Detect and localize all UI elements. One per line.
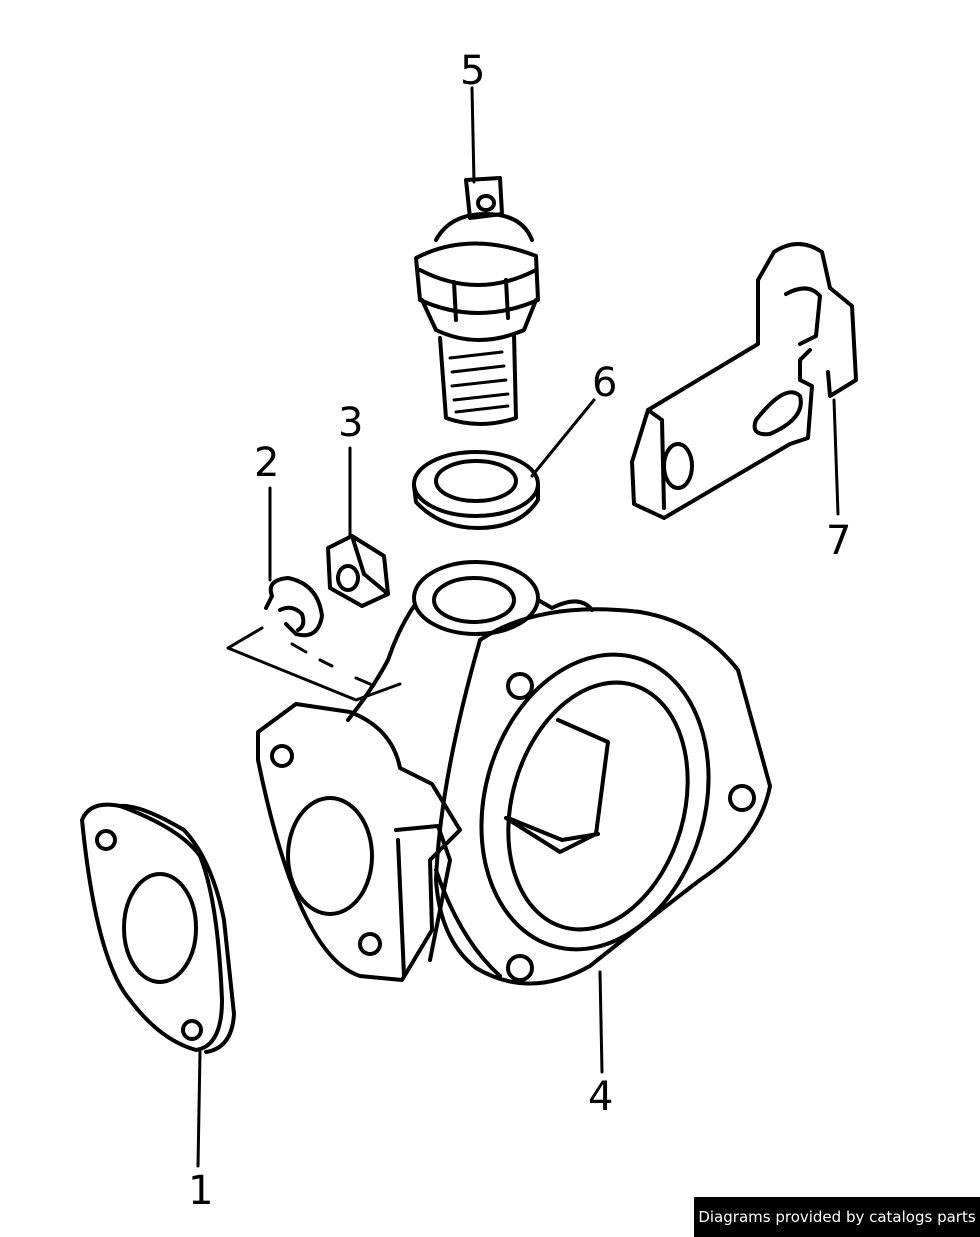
credit-badge: Diagrams provided by catalogs parts	[694, 1197, 980, 1237]
part-6-sealing-ring[interactable]	[412, 450, 540, 530]
callout-numbers: 1 2 3 4 5 6 7	[188, 48, 851, 1214]
callout-4: 4	[588, 1074, 613, 1120]
part-5-temperature-sender[interactable]	[414, 176, 540, 426]
callout-3: 3	[338, 400, 363, 446]
assembly-indicator	[226, 626, 402, 702]
leader-7	[832, 398, 840, 516]
leader-4	[598, 970, 604, 1074]
part-7-bracket[interactable]	[630, 242, 858, 520]
callout-6: 6	[592, 360, 617, 406]
part-4-thermostat-housing[interactable]	[256, 560, 772, 986]
leader-1	[196, 1050, 202, 1168]
callout-2: 2	[254, 440, 279, 486]
part-1-gasket[interactable]	[80, 802, 236, 1054]
callout-1: 1	[188, 1168, 213, 1214]
part-2-lock-washer[interactable]	[264, 576, 324, 638]
leader-lines	[196, 86, 840, 1168]
part-3-nut[interactable]	[326, 534, 390, 608]
callout-7: 7	[826, 518, 851, 564]
leader-5	[470, 86, 476, 184]
callout-5: 5	[460, 48, 485, 94]
leader-6	[530, 398, 596, 478]
